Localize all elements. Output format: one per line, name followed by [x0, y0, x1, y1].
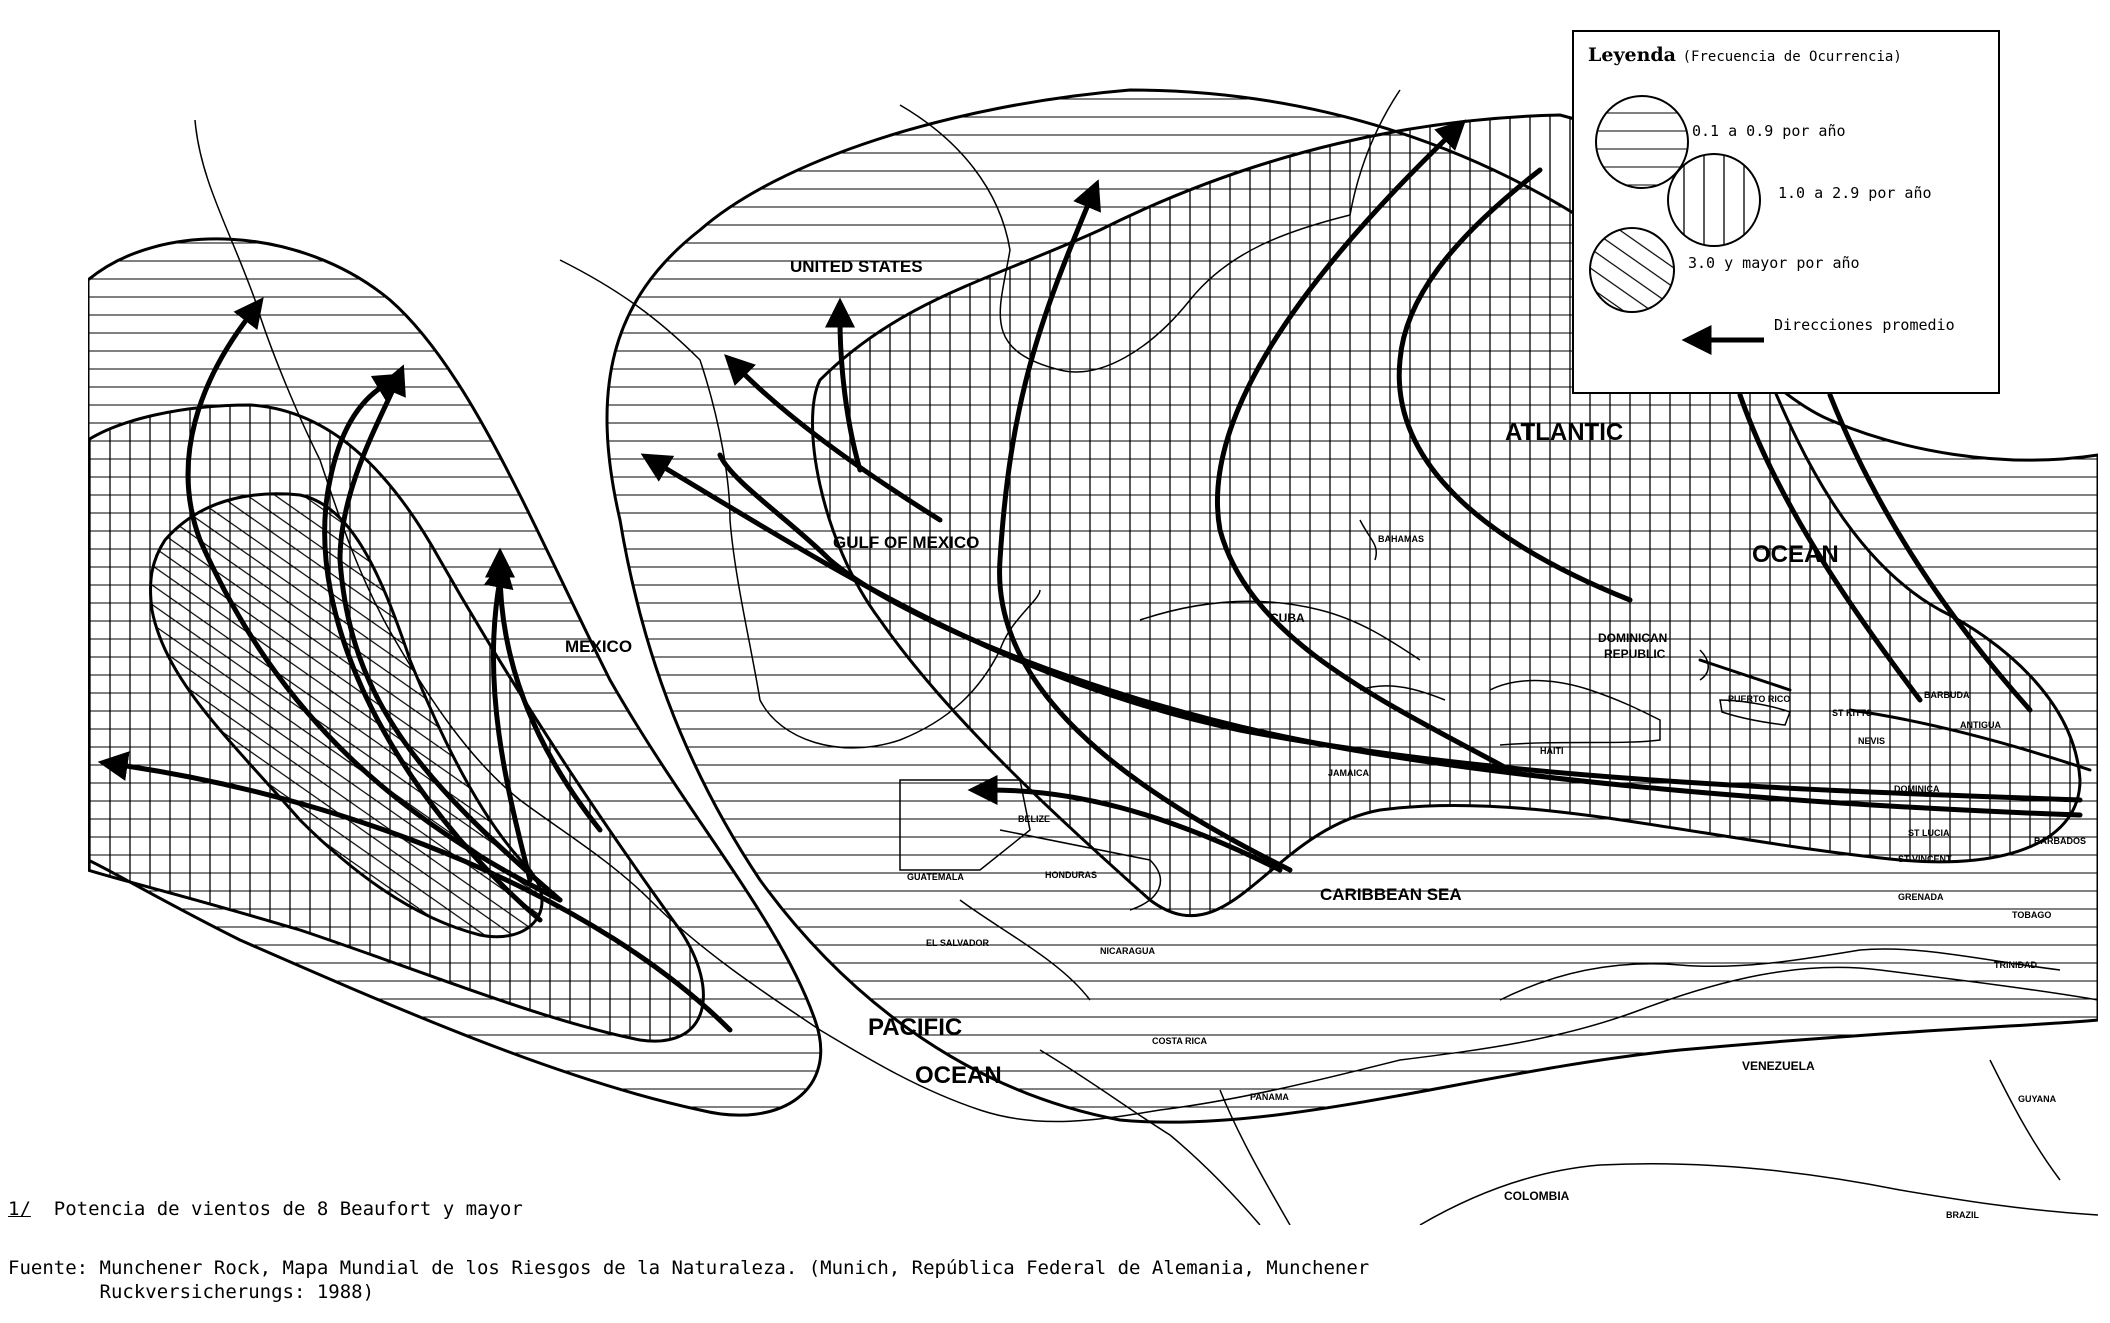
label-dominica: DOMINICA	[1894, 784, 1940, 794]
track-arrow	[97, 751, 733, 1033]
label-gulf-of-mexico: GULF OF MEXICO	[833, 533, 979, 552]
label-el-salvador: EL SALVADOR	[926, 938, 990, 948]
footnote: 1/ Potencia de vientos de 8 Beaufort y m…	[8, 1198, 523, 1220]
label-jamaica: JAMAICA	[1328, 768, 1370, 778]
label-panama: PANAMA	[1250, 1092, 1289, 1102]
label-st-kitts: ST KITTS	[1832, 708, 1872, 718]
label-nicaragua: NICARAGUA	[1100, 946, 1155, 956]
track-arrow	[483, 557, 533, 883]
label-cuba: CUBA	[1270, 611, 1305, 625]
track-arrow	[1698, 658, 1792, 692]
track-arrow	[717, 452, 2083, 818]
label-honduras: HONDURAS	[1045, 870, 1097, 880]
legend-arrow-label: Direcciones promedio	[1774, 316, 1955, 334]
label-belize: BELIZE	[1018, 814, 1050, 824]
label-nevis: NEVIS	[1858, 736, 1885, 746]
label-grenada: GRENADA	[1898, 892, 1944, 902]
label-atlantic-ocean: OCEAN	[1752, 541, 1839, 568]
track-arrow	[1848, 708, 2092, 772]
label-pacific: PACIFIC	[868, 1014, 962, 1041]
legend-item-label: 0.1 a 0.9 por año	[1692, 122, 1846, 140]
track-arrow	[337, 364, 563, 903]
source-line-1: Fuente: Munchener Rock, Mapa Mundial de …	[8, 1257, 1370, 1279]
label-dominican-2: REPUBLIC	[1604, 647, 1666, 661]
label-st-vincent: ST VINCENT	[1898, 854, 1952, 864]
atlantic-middle-zone	[811, 113, 2082, 917]
legend-box: Leyenda (Frecuencia de Ocurrencia) 0.1 a…	[1572, 30, 2000, 394]
track-arrow	[1396, 167, 1633, 603]
source-line-2: Ruckversicherungs: 1988)	[8, 1281, 375, 1303]
label-atlantic: ATLANTIC	[1505, 419, 1623, 446]
label-mexico: MEXICO	[565, 637, 632, 656]
legend-item-label: 1.0 a 2.9 por año	[1778, 184, 1932, 202]
label-brazil: BRAZIL	[1946, 1210, 1979, 1220]
legend-swatch-horizontal	[1595, 95, 1689, 189]
label-puerto-rico: PUERTO RICO	[1728, 694, 1790, 704]
label-colombia: COLOMBIA	[1504, 1189, 1570, 1203]
label-st-lucia: ST LUCIA	[1908, 828, 1950, 838]
label-haiti: HAITI	[1540, 746, 1564, 756]
track-arrow	[1737, 392, 1923, 703]
track-arrow	[1827, 392, 2033, 713]
label-bahamas: BAHAMAS	[1378, 534, 1424, 544]
label-antigua: ANTIGUA	[1960, 720, 2001, 730]
track-arrow	[485, 547, 603, 833]
track-arrow	[1214, 119, 1513, 773]
track-arrow	[997, 179, 1293, 873]
label-caribbean-sea: CARIBBEAN SEA	[1320, 885, 1462, 904]
storm-tracks	[97, 119, 2092, 1033]
label-trinidad: TRINIDAD	[1994, 960, 2037, 970]
footnote-marker: 1/	[8, 1198, 31, 1220]
track-arrow	[967, 775, 1283, 873]
legend-title: Leyenda (Frecuencia de Ocurrencia)	[1588, 44, 1902, 66]
legend-title-main: Leyenda	[1588, 44, 1676, 66]
label-barbados: BARBADOS	[2034, 836, 2086, 846]
legend-title-sub: (Frecuencia de Ocurrencia)	[1682, 49, 1902, 65]
footnote-text: Potencia de vientos de 8 Beaufort y mayo…	[30, 1198, 523, 1220]
label-costa-rica: COSTA RICA	[1152, 1036, 1207, 1046]
track-arrow	[322, 373, 543, 923]
label-dominican-1: DOMINICAN	[1598, 631, 1667, 645]
track-arrow	[724, 354, 943, 523]
legend-swatches	[1589, 95, 1764, 355]
map-labels: UNITED STATES MEXICO GULF OF MEXICO ATLA…	[565, 257, 2086, 1220]
legend-swatch-diagonal	[1589, 227, 1675, 313]
track-arrow	[185, 297, 563, 903]
label-guyana: GUYANA	[2018, 1094, 2057, 1104]
coastlines	[194, 89, 2098, 1225]
label-united-states: UNITED STATES	[790, 257, 923, 276]
track-arrow	[825, 297, 863, 473]
source-citation: Fuente: Munchener Rock, Mapa Mundial de …	[8, 1256, 1369, 1304]
label-venezuela: VENEZUELA	[1742, 1059, 1815, 1073]
label-guatemala: GUATEMALA	[907, 872, 964, 882]
label-barbuda: BARBUDA	[1924, 690, 1970, 700]
legend-swatch-vertical	[1667, 153, 1761, 247]
label-pacific-ocean: OCEAN	[915, 1062, 1002, 1089]
legend-item-label: 3.0 y mayor por año	[1688, 254, 1860, 272]
label-tobago: TOBAGO	[2012, 910, 2051, 920]
